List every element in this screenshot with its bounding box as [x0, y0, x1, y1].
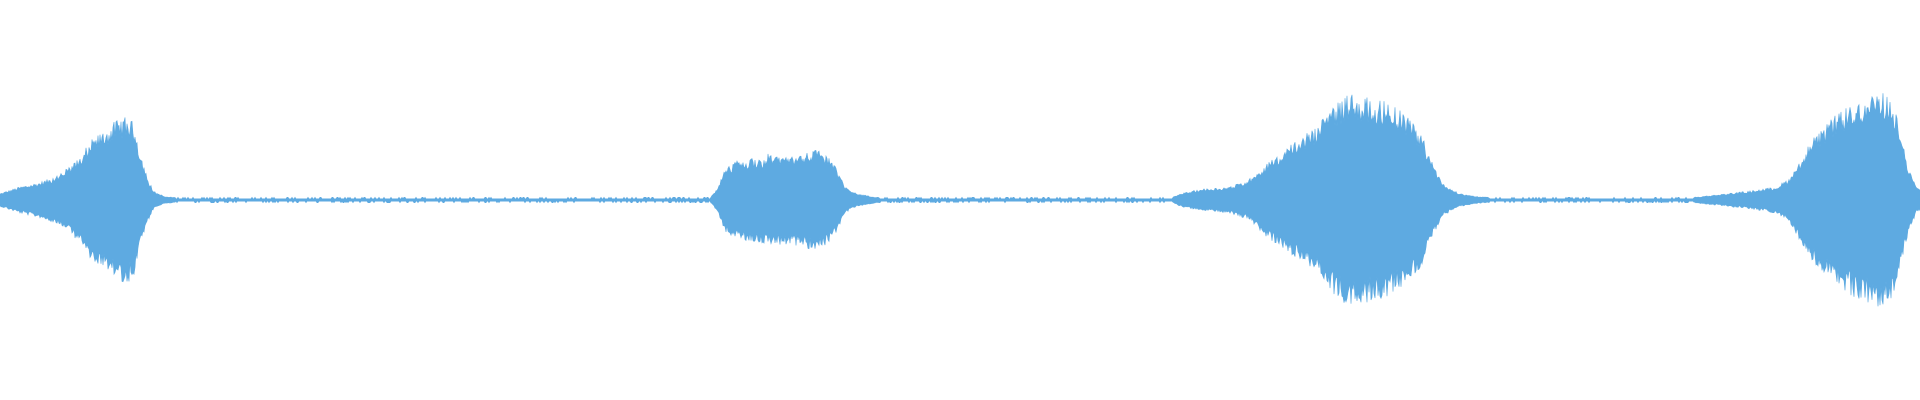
waveform-path — [0, 93, 1920, 307]
